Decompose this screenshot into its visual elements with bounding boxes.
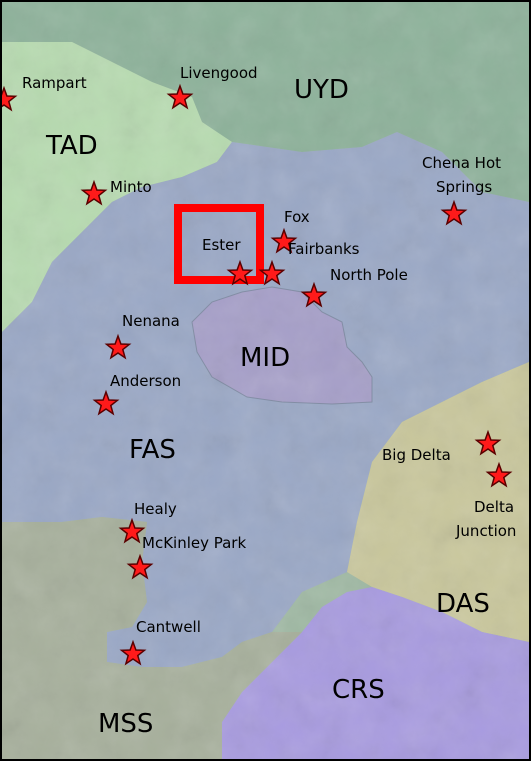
region-label-fas: FAS	[129, 435, 176, 465]
place-label-nenana: Nenana	[122, 312, 180, 330]
big-delta-star-icon[interactable]	[474, 429, 502, 456]
anderson-star-icon[interactable]	[92, 389, 120, 416]
region-label-crs: CRS	[332, 675, 385, 705]
place-label-big-delta: Big Delta	[382, 446, 451, 464]
place-markers	[2, 83, 513, 666]
delta-junction-star-icon[interactable]	[485, 461, 513, 488]
place-label-north-pole: North Pole	[330, 266, 408, 284]
rampart-star-icon[interactable]	[2, 85, 18, 112]
place-label-fox: Fox	[284, 208, 310, 226]
north-pole-star-icon[interactable]	[300, 281, 328, 308]
nenana-star-icon[interactable]	[104, 333, 132, 360]
place-label-chena-hot-springs-line1: Chena Hot	[422, 154, 501, 172]
place-label-livengood: Livengood	[180, 64, 258, 82]
minto-star-icon[interactable]	[80, 179, 108, 206]
region-label-mss: MSS	[98, 709, 153, 739]
place-label-delta-junction-line2: Junction	[455, 522, 516, 540]
place-label-cantwell: Cantwell	[136, 618, 201, 636]
place-label-ester: Ester	[202, 236, 241, 254]
region-label-uyd: UYD	[294, 75, 349, 105]
place-label-minto: Minto	[110, 178, 152, 196]
healy-star-icon[interactable]	[118, 517, 146, 544]
fairbanks-star-icon[interactable]	[258, 259, 286, 286]
place-label-healy: Healy	[134, 500, 177, 518]
livengood-star-icon[interactable]	[166, 83, 194, 110]
region-boundaries	[191, 286, 373, 405]
place-label-fairbanks: Fairbanks	[288, 240, 360, 258]
place-label-rampart: Rampart	[22, 74, 87, 92]
cantwell-star-icon[interactable]	[119, 639, 147, 666]
chena-hot-springs-star-icon[interactable]	[440, 199, 468, 226]
place-label-mckinley-park: McKinley Park	[142, 534, 246, 552]
mckinley-park-star-icon[interactable]	[126, 553, 154, 580]
region-label-mid: MID	[240, 343, 290, 373]
highlight-box	[174, 204, 264, 284]
region-label-tad: TAD	[45, 131, 98, 161]
place-label-chena-hot-springs-line2: Springs	[436, 178, 492, 196]
fox-star-icon[interactable]	[270, 227, 298, 254]
region-label-das: DAS	[436, 589, 490, 619]
place-label-delta-junction-line1: Delta	[474, 498, 514, 516]
ester-star-icon[interactable]	[226, 259, 254, 286]
place-label-anderson: Anderson	[110, 372, 181, 390]
